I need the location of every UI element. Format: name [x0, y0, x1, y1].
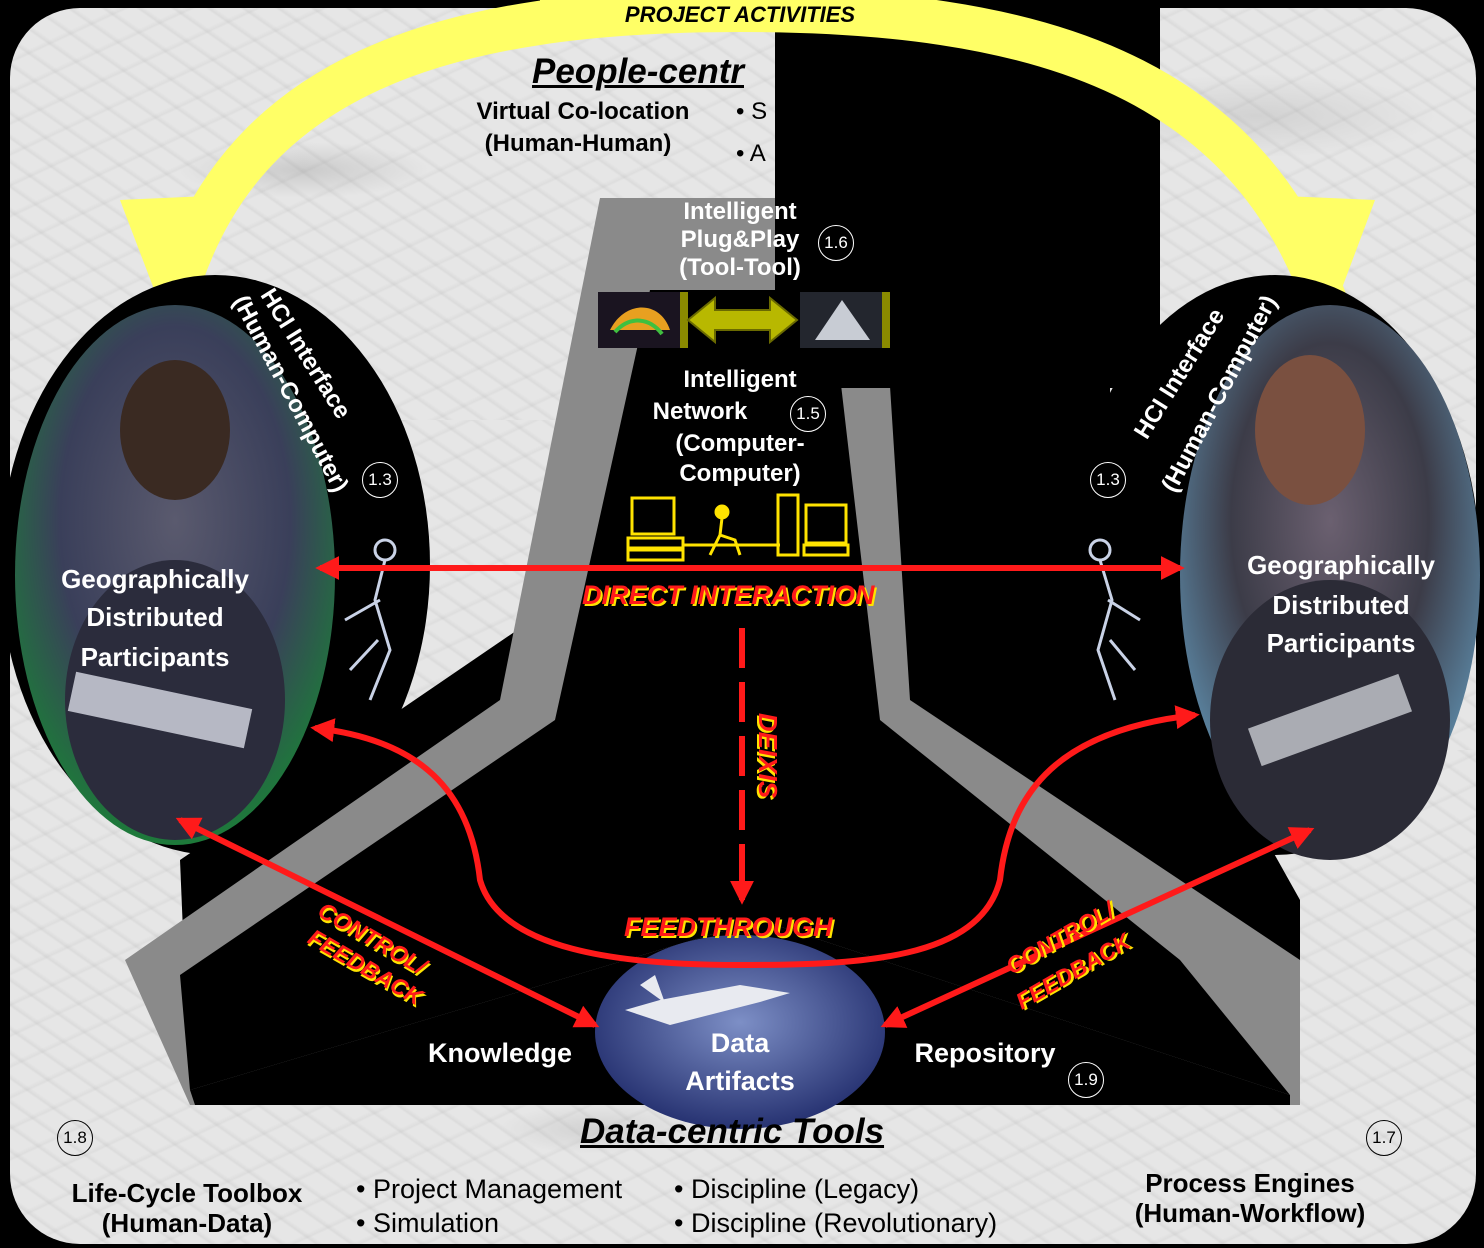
direct-interaction-label: DIRECT INTERACTION [582, 580, 875, 610]
tool-bullet-discipline-revolutionary: • Discipline (Revolutionary) [674, 1208, 998, 1238]
toolbox-title: Life-Cycle Toolbox [71, 1178, 303, 1208]
tool-bullet-discipline-legacy: • Discipline (Legacy) [674, 1174, 920, 1204]
process-subtitle: (Human-Workflow) [1134, 1198, 1366, 1228]
process-number-badge: 1.7 [1366, 1120, 1402, 1156]
plugplay-label-3: (Tool-Tool) [679, 254, 801, 281]
knowledge-label: Knowledge [427, 1038, 572, 1068]
repository-oval [595, 935, 885, 1129]
toolbox-subtitle: (Human-Data) [101, 1208, 273, 1238]
plugplay-number-badge: 1.6 [818, 225, 854, 261]
participants-left-2: Distributed [86, 602, 224, 632]
network-label-3: (Computer- [675, 430, 805, 457]
control-feedback-left-arrow [175, 817, 600, 1028]
hci-right-number-badge: 1.3 [1090, 462, 1126, 498]
network-label-1: Intelligent [683, 366, 797, 393]
hci-left-number-badge: 1.3 [362, 462, 398, 498]
control-feedback-right-arrow [880, 827, 1315, 1028]
network-number-badge: 1.5 [790, 396, 826, 432]
participants-left-1: Geographically [61, 564, 249, 594]
project-activities-label: PROJECT ACTIVITIES [624, 2, 856, 27]
deixis-label: DEIXIS [753, 712, 784, 799]
people-bullet-1: • S [736, 98, 768, 125]
data-artifacts-label-1: Data [710, 1028, 770, 1058]
plugplay-label-1: Intelligent [683, 198, 797, 225]
participants-left-3: Participants [80, 642, 230, 672]
participants-right-1: Geographically [1247, 550, 1435, 580]
co-location-subtitle: (Human-Human) [484, 130, 672, 157]
process-title: Process Engines [1145, 1168, 1355, 1198]
data-centric-title: Data-centric Tools [580, 1112, 885, 1151]
network-label-4: Computer) [679, 460, 801, 487]
plugplay-double-arrow [686, 295, 799, 345]
plugplay-label-2: Plug&Play [680, 226, 800, 253]
feedthrough-label: FEEDTHROUGH [624, 912, 833, 942]
people-centric-title: People-centr [532, 52, 744, 91]
toolbox-number-badge: 1.8 [57, 1120, 93, 1156]
feedthrough-arrow [310, 705, 1200, 969]
repository-label: Repository [914, 1038, 1056, 1068]
computers-icon [626, 493, 850, 562]
people-bullet-2: • A [736, 140, 766, 167]
data-artifacts-label-2: Artifacts [685, 1066, 795, 1096]
participants-right-3: Participants [1266, 628, 1416, 658]
tool-bullet-project-management: • Project Management [356, 1174, 623, 1204]
network-label-2: Network [652, 398, 748, 425]
co-location-title: Virtual Co-location [476, 98, 690, 125]
participants-right-2: Distributed [1272, 590, 1410, 620]
tool-bullet-simulation: • Simulation [356, 1208, 500, 1238]
repository-number-badge: 1.9 [1068, 1062, 1104, 1098]
figure-glyph-left [344, 538, 397, 701]
